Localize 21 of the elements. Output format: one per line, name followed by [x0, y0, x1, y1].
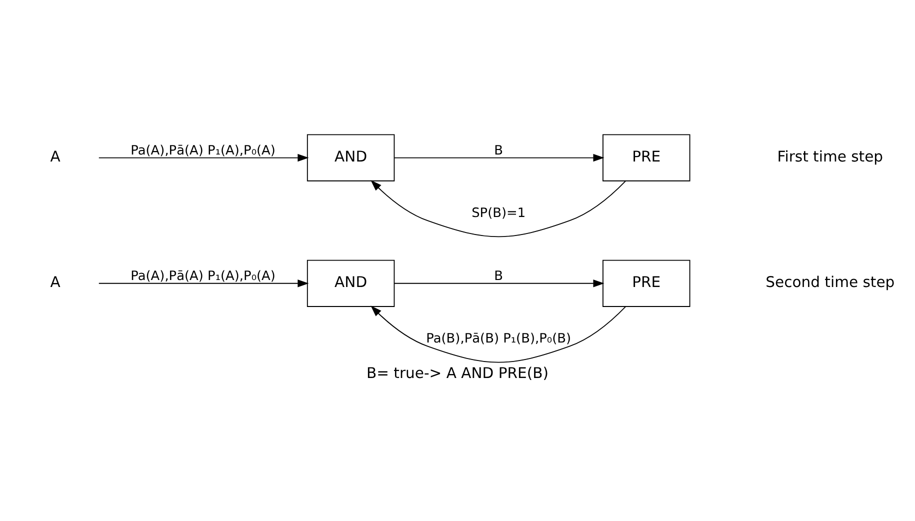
arrow: [394, 280, 604, 288]
edge-label: Pa(A),Pā(A) P₁(A),P₀(A): [130, 268, 276, 284]
arrow: [370, 306, 626, 363]
node-box: AND: [306, 260, 395, 307]
edge-label: Pa(A),Pā(A) P₁(A),P₀(A): [130, 143, 276, 158]
edge-label: SP(B)=1: [472, 206, 526, 222]
node-text: A: [50, 148, 60, 166]
label: First time step: [777, 148, 884, 166]
arrow: [98, 154, 309, 162]
caption: B= true-> A AND PRE(B): [366, 364, 549, 382]
edge-label: Pa(B),Pā(B) P₁(B),P₀(B): [426, 332, 572, 347]
edge-label: B: [494, 268, 504, 284]
edge-label: B: [494, 143, 504, 158]
arrow: [370, 180, 626, 238]
node-box: PRE: [602, 260, 690, 307]
node-text: A: [50, 274, 60, 291]
node-box: PRE: [602, 134, 690, 182]
arrow: [98, 280, 309, 288]
node-box: AND: [306, 134, 395, 182]
label: Second time step: [766, 274, 895, 291]
arrow: [394, 154, 604, 162]
